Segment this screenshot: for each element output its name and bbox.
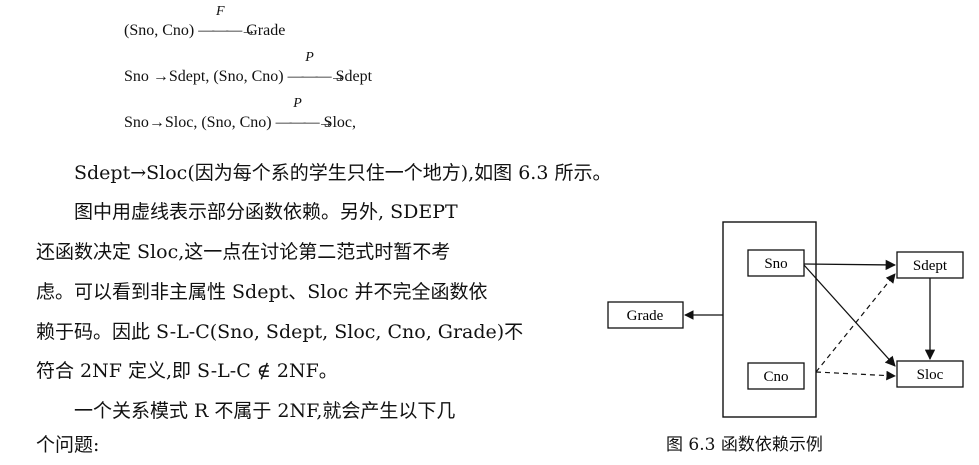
node-sloc: Sloc (896, 360, 964, 388)
node-cno-label: Cno (763, 369, 788, 385)
node-grade-label: Grade (627, 308, 664, 324)
fd-arrow-label-p: P (305, 50, 314, 65)
fd-arrow-partial: P ———→ (287, 50, 346, 85)
node-sdept: Sdept (896, 251, 964, 279)
node-sloc-label: Sloc (917, 367, 944, 383)
node-sno-label: Sno (764, 256, 787, 272)
fd-line-1: (Sno, Cno) F ———→ Grade (124, 4, 286, 40)
node-sdept-label: Sdept (913, 258, 948, 274)
fd-arrow-full: F ———→ (198, 4, 256, 39)
paragraph-3-line-2: 个问题: (36, 434, 100, 456)
edge-sno-sloc (803, 264, 896, 367)
fd-line-3: Sno→Sloc, (Sno, Cno) P ———→ Sloc, (124, 96, 357, 132)
fd-line-2-prefix: Sno →Sdept, (Sno, Cno) (124, 68, 284, 85)
edge-partial-sdept (815, 273, 896, 373)
fd-line-3-right: Sloc, (323, 114, 357, 131)
paragraph-2-line-2: 还函数决定 Sloc,这一点在讨论第二范式时暂不考 (36, 241, 451, 263)
paragraph-1: Sdept→Sloc(因为每个系的学生只住一个地方),如图 6.3 所示。 (74, 162, 612, 184)
paragraph-3-line-1: 一个关系模式 R 不属于 2NF,就会产生以下几 (74, 400, 456, 422)
figure-caption: 图 6.3 函数依赖示例 (666, 435, 823, 455)
paragraph-2-line-5: 符合 2NF 定义,即 S-L-C ∉ 2NF。 (36, 360, 338, 382)
edge-sno-sdept (803, 259, 897, 271)
fd-arrow-label-f: F (215, 4, 225, 19)
paragraph-2-line-4: 赖于码。因此 S-L-C(Sno, Sdept, Sloc, Cno, Grad… (36, 321, 524, 343)
fd-line-3-prefix: Sno→Sloc, (Sno, Cno) (124, 114, 272, 131)
fd-arrow-label-p: P (293, 96, 302, 111)
fd-line-2: Sno →Sdept, (Sno, Cno) P ———→ Sdept (124, 50, 373, 86)
node-cno: Cno (747, 362, 805, 390)
node-sno: Sno (747, 249, 805, 277)
paragraph-2-line-3: 虑。可以看到非主属性 Sdept、Sloc 并不完全函数依 (36, 281, 488, 303)
edge-partial-sloc (815, 370, 896, 381)
fd-line-1-right: Grade (246, 22, 286, 39)
fd-line-1-left: (Sno, Cno) (124, 22, 195, 39)
paragraph-2-line-1: 图中用虚线表示部分函数依赖。另外, SDEPT (74, 201, 458, 223)
node-grade: Grade (607, 301, 684, 329)
fd-arrow-partial: P ———→ (275, 96, 334, 131)
fd-line-2-right: Sdept (335, 68, 373, 85)
key-container-box (722, 221, 817, 418)
